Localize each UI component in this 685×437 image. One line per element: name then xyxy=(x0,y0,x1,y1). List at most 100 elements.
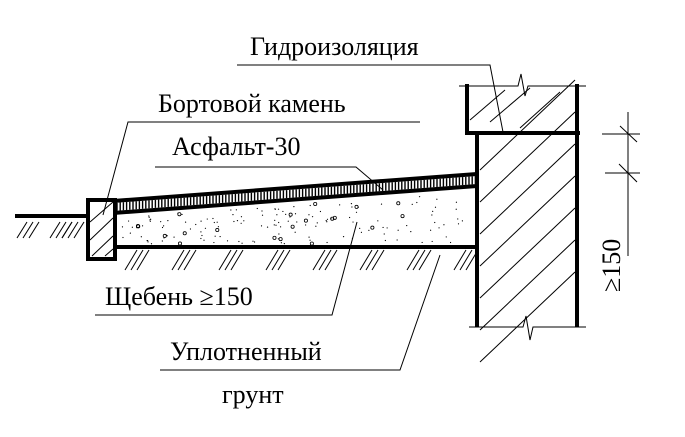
gravel-dot xyxy=(146,240,148,242)
gravel-dot xyxy=(283,243,285,245)
gravel-dot xyxy=(357,206,359,208)
gravel-dot xyxy=(382,226,384,229)
hatch-line xyxy=(453,249,467,271)
hatch-line xyxy=(479,111,576,203)
gravel-dot xyxy=(360,231,363,233)
gravel-dot xyxy=(396,239,398,241)
hatch-line xyxy=(22,221,34,239)
waterproofing-label: Гидроизоляция xyxy=(250,32,419,61)
gravel-label: Щебень ≥150 xyxy=(105,282,253,311)
gravel-dot xyxy=(326,241,328,244)
gravel-dot xyxy=(280,242,282,244)
gravel-dot xyxy=(238,240,240,243)
gravel-dot xyxy=(430,229,432,231)
label-asphalt: Асфальт-30 xyxy=(155,132,384,191)
curb-stone-label: Бортовой камень xyxy=(158,89,346,118)
curb-stone xyxy=(86,198,117,261)
gravel-dot xyxy=(148,215,150,217)
gravel-dot xyxy=(416,201,418,204)
gravel-dot xyxy=(309,239,311,241)
gravel-dot xyxy=(212,217,214,220)
gravel-dot xyxy=(384,239,386,242)
gravel-dot xyxy=(140,236,142,238)
hatch-line xyxy=(479,271,576,363)
hatch-line xyxy=(489,87,531,123)
gravel-dot xyxy=(383,233,385,235)
gravel-dot xyxy=(443,224,445,226)
gravel-dot xyxy=(285,213,287,215)
gravel-dot xyxy=(349,216,351,219)
gravel-dot xyxy=(282,210,284,213)
gravel-dot xyxy=(278,221,280,224)
hatch-line xyxy=(312,249,326,271)
gravel-layer xyxy=(113,187,477,249)
gravel-dot xyxy=(457,223,460,225)
gravel-dot xyxy=(276,214,278,216)
gravel-dot xyxy=(330,217,332,220)
asphalt-layer xyxy=(112,172,478,215)
gravel-dot xyxy=(368,229,370,232)
gravel-dot xyxy=(380,203,383,205)
gravel-dot xyxy=(411,203,413,206)
gravel-dot xyxy=(396,201,401,206)
gravel-dot xyxy=(217,226,220,228)
hatch-line xyxy=(479,207,576,299)
gravel-dot xyxy=(434,221,436,224)
gravel-dot xyxy=(294,213,297,215)
gravel-dot xyxy=(213,241,215,244)
hatch-line xyxy=(224,249,238,271)
hatch-line xyxy=(406,249,420,271)
gravel-dot xyxy=(319,210,322,213)
hatch-line xyxy=(218,249,232,271)
hatch-line xyxy=(479,175,576,267)
gravel-dot xyxy=(455,201,458,203)
gravel-dot xyxy=(377,220,379,222)
hatch-line xyxy=(61,221,73,239)
hatch-line xyxy=(28,221,40,239)
gravel-dot xyxy=(162,233,167,238)
gravel-dot xyxy=(293,206,295,208)
gravel-dot xyxy=(431,214,433,216)
gravel-dot xyxy=(351,206,353,208)
hatch-line xyxy=(479,79,576,171)
gravel-dot xyxy=(147,241,149,243)
hatch-line xyxy=(365,249,379,271)
gravel-dot xyxy=(240,216,243,218)
label-gravel: Щебень ≥150 xyxy=(95,221,358,316)
gravel-dot xyxy=(436,198,438,200)
gravel-dot xyxy=(200,220,202,222)
hatch-line xyxy=(136,249,150,271)
gravel-dot xyxy=(182,231,187,236)
gravel-dot xyxy=(342,236,345,238)
gravel-dot xyxy=(233,220,235,223)
gravel-dot xyxy=(204,227,207,229)
compacted-soil-label-line2: грунт xyxy=(222,380,284,409)
gravel-dot xyxy=(243,220,245,222)
gravel-dot xyxy=(308,214,310,216)
gravel-dot xyxy=(177,212,182,217)
gravel-dot xyxy=(352,221,354,223)
gravel-dot xyxy=(309,204,311,207)
gravel-dot xyxy=(434,206,437,208)
gravel-dot xyxy=(359,227,361,229)
gravel-dot xyxy=(226,240,229,242)
gravel-dot xyxy=(173,236,175,238)
hatch-line xyxy=(124,249,138,271)
gravel-dot xyxy=(421,241,423,244)
gravel-dot xyxy=(294,231,296,233)
gravel-dot xyxy=(355,211,358,213)
gravel-dot xyxy=(240,222,242,224)
hatch-line xyxy=(16,221,28,239)
gravel-dot xyxy=(230,209,232,211)
gravel-dot xyxy=(397,229,399,231)
gravel-dot xyxy=(122,236,124,239)
gravel-dot xyxy=(445,236,447,238)
gravel-dot xyxy=(266,226,269,228)
gravel-dot xyxy=(278,237,283,242)
gravel-dot xyxy=(149,220,151,222)
gravel-dot xyxy=(290,224,295,229)
hatch-line xyxy=(130,249,144,271)
gravel-dot xyxy=(260,225,263,227)
gravel-dot xyxy=(350,203,353,205)
